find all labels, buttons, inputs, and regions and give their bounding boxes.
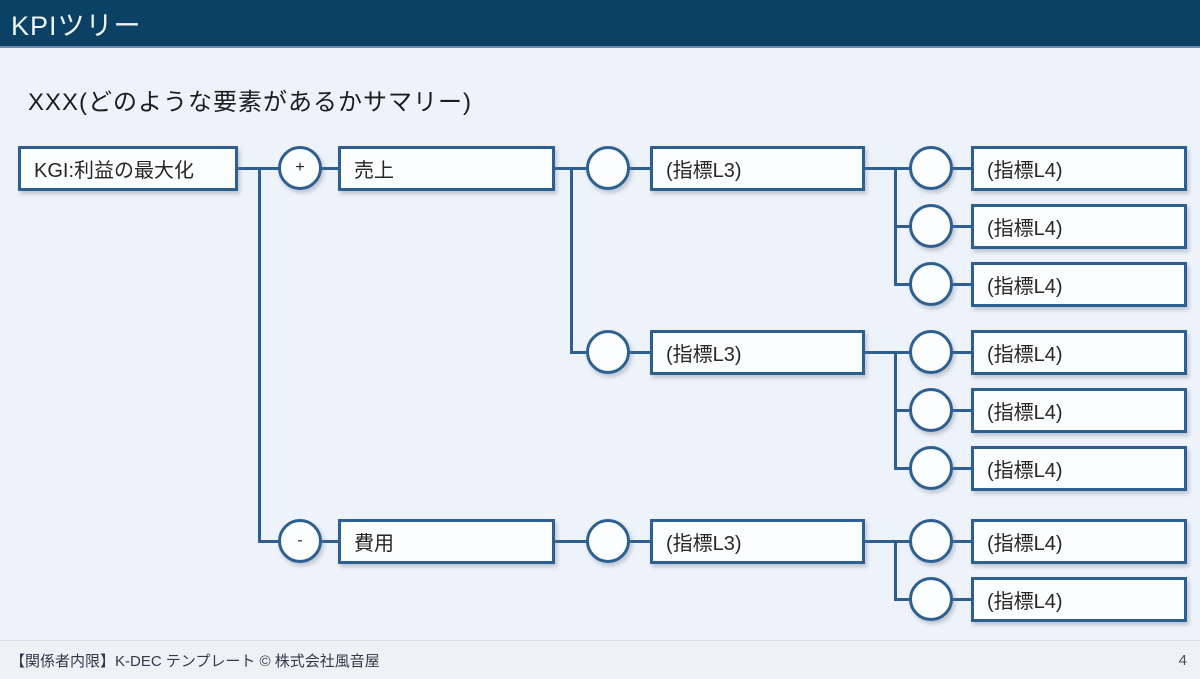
operator-circle-plus: + [278,146,322,190]
l3-label: (指標L3) [666,344,742,366]
l3-box-3: (指標L3) [650,519,865,564]
l4-box-5: (指標L4) [971,388,1187,433]
connector-g2-l4c6 [894,467,911,470]
connector-l4c4-l4box4 [951,351,973,354]
l4-label: (指標L4) [987,533,1063,555]
connector-group3-vertical [894,540,897,601]
l4-circle-8 [909,577,953,621]
l3-box-1: (指標L3) [650,146,865,191]
slide-title: KPIツリー [11,10,142,41]
l4-box-1: (指標L4) [971,146,1187,191]
l4-label: (指標L4) [987,160,1063,182]
connector-l3c2-l3box2 [628,351,652,354]
sales-label: 売上 [354,160,394,182]
connector-l3box1-l4c1 [863,167,911,170]
cost-box: 費用 [338,519,555,564]
connector-l4c5-l4box5 [951,409,973,412]
l4-box-8: (指標L4) [971,577,1187,622]
connector-l3box2-l4c4 [863,351,911,354]
footer-confidentiality: 【関係者内限】K-DEC テンプレート © 株式会社風音屋 [10,652,380,670]
l3-box-2: (指標L3) [650,330,865,375]
cost-label: 費用 [354,533,394,555]
connector-l3box3-l4c7 [863,540,911,543]
l4-box-4: (指標L4) [971,330,1187,375]
connector-l4c8-l4box8 [951,598,973,601]
slide-subtitle: XXX(どのような要素があるかサマリー) [28,89,473,116]
connector-g1-l4c3 [894,283,911,286]
sales-box: 売上 [338,146,555,191]
connector-trunk-vertical [258,167,261,543]
l4-box-3: (指標L4) [971,262,1187,307]
l3-circle-3 [586,519,630,563]
footer-page-number: 4 [1178,651,1187,669]
slide-header-bar: KPIツリー [0,0,1200,48]
connector-sales-branch-vertical [570,167,573,354]
l4-circle-3 [909,262,953,306]
l4-label: (指標L4) [987,591,1063,613]
connector-l3c3-l3box3 [628,540,652,543]
l4-box-6: (指標L4) [971,446,1187,491]
l4-box-2: (指標L4) [971,204,1187,249]
l3-label: (指標L3) [666,160,742,182]
l4-label: (指標L4) [987,218,1063,240]
connector-trunk-minus [258,540,280,543]
connector-plus-sales [319,167,340,170]
l4-circle-2 [909,204,953,248]
l4-label: (指標L4) [987,460,1063,482]
l3-circle-2 [586,330,630,374]
l3-circle-1 [586,146,630,190]
connector-branch-l3c2 [571,351,588,354]
l4-label: (指標L4) [987,276,1063,298]
l4-circle-1 [909,146,953,190]
connector-group1-vertical [894,167,897,286]
footer-bar: 【関係者内限】K-DEC テンプレート © 株式会社風音屋 4 [0,640,1200,679]
connector-l4c7-l4box7 [951,540,973,543]
l4-circle-7 [909,519,953,563]
connector-l4c2-l4box2 [951,225,973,228]
plus-symbol: + [295,159,305,176]
connector-g3-l4c8 [894,598,911,601]
connector-l3c1-l3box1 [628,167,652,170]
l4-label: (指標L4) [987,344,1063,366]
connector-l4c3-l4box3 [951,283,973,286]
l4-label: (指標L4) [987,402,1063,424]
connector-g1-l4c2 [894,225,911,228]
operator-circle-minus: - [278,519,322,563]
connector-group2-vertical [894,351,897,470]
l3-label: (指標L3) [666,533,742,555]
connector-l4c1-l4box1 [951,167,973,170]
l4-circle-6 [909,446,953,490]
connector-cost-l3c3 [553,540,588,543]
connector-minus-cost [319,540,340,543]
kgi-label: KGI:利益の最大化 [34,160,195,182]
l4-box-7: (指標L4) [971,519,1187,564]
l4-circle-5 [909,388,953,432]
connector-l4c6-l4box6 [951,467,973,470]
kgi-box: KGI:利益の最大化 [18,146,238,191]
minus-symbol: - [297,532,303,549]
l4-circle-4 [909,330,953,374]
connector-g2-l4c5 [894,409,911,412]
